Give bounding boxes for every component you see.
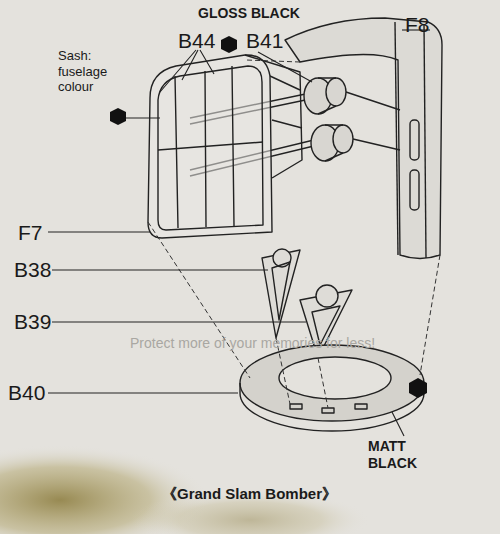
callout-number: B41 xyxy=(246,30,283,52)
watermark: Protect more of your memories for less! xyxy=(130,336,375,351)
callout-number: B38 xyxy=(14,259,51,281)
callout-number: B40 xyxy=(8,382,45,404)
caption: 《Grand Slam Bomber》 xyxy=(162,486,337,502)
callout-number: B44 xyxy=(178,30,215,52)
callout-number: F7 xyxy=(18,222,43,244)
paint-note: MATT BLACK xyxy=(368,438,428,472)
callout-number: B39 xyxy=(14,311,51,333)
paint-note: Sash: fuselage colour xyxy=(58,48,124,95)
callout-number: F8 xyxy=(405,14,430,36)
paint-note: GLOSS BLACK xyxy=(198,6,300,21)
